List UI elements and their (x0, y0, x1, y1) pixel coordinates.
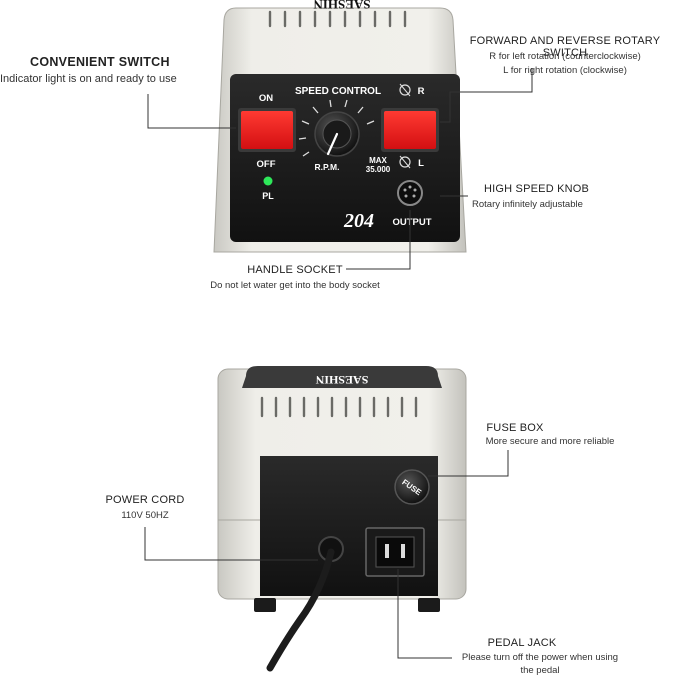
handle-socket-icon[interactable] (397, 180, 423, 206)
right-foot (418, 598, 440, 612)
pedal-jack-line2: the pedal (520, 665, 560, 676)
max-label: MAX (369, 156, 387, 165)
power-cord-desc: 110V 50HZ (121, 510, 169, 521)
power-cord-title: POWER CORD (105, 494, 185, 506)
rotary-direction-switch[interactable] (384, 111, 436, 149)
power-switch[interactable] (241, 111, 293, 149)
l-rotation-icon (399, 155, 411, 169)
pedal-jack-title: PEDAL JACK (487, 637, 557, 649)
max-value-label: 35.000 (366, 165, 391, 174)
pl-label: PL (262, 191, 274, 201)
on-label: ON (259, 93, 273, 104)
handle-socket-desc: Do not let water get into the body socke… (210, 280, 380, 291)
convenient-switch-desc: Indicator light is on and ready to use (0, 73, 177, 85)
output-label: OUTPUT (392, 217, 431, 228)
rotary-switch-title: FORWARD AND REVERSE ROTARY SWITCH (469, 35, 661, 59)
l-label: L (418, 158, 424, 169)
off-label: OFF (257, 159, 276, 170)
back-vents (260, 396, 418, 418)
fuse-cap-icon[interactable] (394, 469, 430, 505)
left-foot (254, 598, 276, 612)
high-speed-knob-title: HIGH SPEED KNOB (484, 183, 590, 195)
back-device: SAESHIN FUSE (217, 366, 467, 672)
rpm-label: R.P.M. (315, 162, 340, 172)
convenient-switch-title: CONVENIENT SWITCH (30, 55, 170, 69)
power-cord-icon (266, 548, 335, 672)
rotary-switch-line2: L for right rotation (clockwise) (503, 65, 627, 76)
high-speed-knob-desc: Rotary infinitely adjustable (472, 199, 583, 210)
speed-control-label: SPEED CONTROL (295, 86, 381, 97)
top-callout-lines (147, 68, 533, 270)
speed-dial-ticks (298, 99, 375, 157)
back-brand-logo: SAESHIN (315, 373, 368, 387)
bottom-callout-lines (144, 450, 509, 659)
brand-logo: SAESHIN (313, 0, 371, 12)
fuse-box-desc: More secure and more reliable (485, 436, 615, 447)
pedal-jack-line1: Please turn off the power when using (461, 652, 619, 663)
front-device: SAESHIN ON OFF PL SPEED CONTROL R.P.M. M… (213, 0, 467, 253)
handle-socket-title: HANDLE SOCKET (247, 264, 343, 276)
r-rotation-icon (399, 83, 411, 97)
rotary-switch-line1: R for left rotation (counterclockwise) (489, 51, 641, 62)
model-number: 204 (343, 210, 374, 232)
r-label: R (418, 86, 425, 97)
fuse-box-title: FUSE BOX (486, 422, 544, 434)
top-vents (268, 10, 407, 28)
indicator-light (263, 176, 273, 186)
